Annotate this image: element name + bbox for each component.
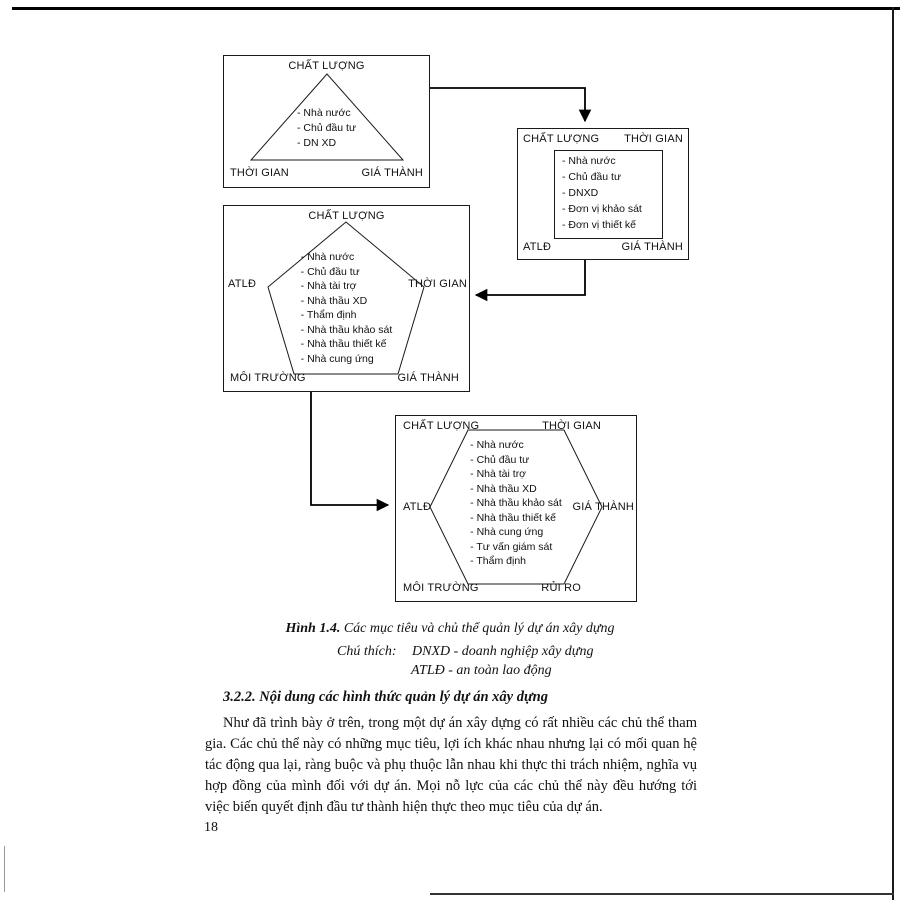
member-item: - Nhà tài trợ: [470, 468, 527, 480]
stakeholder-list: - Nhà nước - Chủ đầu tư - DN XD: [297, 106, 356, 151]
scan-edge-left: [4, 846, 5, 892]
arrow-box3-to-box4: [310, 391, 390, 512]
label-cost: GIÁ THÀNH: [397, 372, 459, 384]
label-safety: ATLĐ: [523, 241, 552, 253]
member-item: - Nhà nước: [297, 107, 351, 119]
label-time: THỜI GIAN: [408, 278, 467, 290]
section-heading: 3.2.2. Nội dung các hình thức quản lý dự…: [223, 689, 548, 705]
body-paragraph: Như đã trình bày ở trên, trong một dự án…: [205, 715, 697, 815]
member-item: - Nhà cung ứng: [470, 526, 544, 538]
legend-line: Chú thích: DNXD - doanh nghiệp xây dựng: [337, 642, 593, 661]
member-item: - Chủ đầu tư: [562, 171, 621, 183]
scan-edge-bottom: [430, 893, 894, 895]
objectives-box-hexagon: CHẤT LƯỢNG THỜI GIAN ATLĐ GIÁ THÀNH - Nh…: [395, 415, 637, 602]
member-item: - Nhà nước: [300, 251, 355, 263]
figure-caption: Hình 1.4. Các mục tiêu và chủ thể quản l…: [0, 621, 900, 637]
label-quality: CHẤT LƯỢNG: [403, 420, 480, 432]
label-safety: ATLĐ: [403, 501, 432, 513]
member-item: - Nhà thầu khảo sát: [470, 497, 562, 509]
label-cost: GIÁ THÀNH: [361, 167, 423, 179]
label-environment: MÔI TRƯỜNG: [230, 372, 306, 384]
legend-item-dnxd: DNXD - doanh nghiệp xây dựng: [412, 644, 594, 659]
objectives-box-pentagon: CHẤT LƯỢNG ATLĐ THỜI GIAN - Nhà nước - Ch…: [223, 205, 470, 392]
member-item: - Thẩm định: [470, 555, 527, 567]
member-item: - Nhà thầu XD: [300, 294, 368, 307]
label-quality: CHẤT LƯỢNG: [523, 133, 600, 145]
member-item: - DN XD: [297, 137, 337, 149]
hexagon-shape: [429, 429, 603, 585]
label-time: THỜI GIAN: [542, 420, 601, 432]
member-item: - Nhà nước: [562, 155, 616, 167]
pentagon-shape: [267, 221, 425, 375]
member-item: - Chủ đầu tư: [300, 265, 360, 278]
member-item: - Đơn vị khảo sát: [562, 203, 642, 215]
stakeholder-list: - Nhà nước - Chủ đầu tư - Nhà tài trợ - Nhà…: [301, 250, 393, 366]
objectives-box-triangle: CHẤT LƯỢNG - Nhà nước - Chủ đầu tư - DN XD…: [223, 55, 430, 188]
label-risk: RỦI RO: [541, 582, 581, 594]
label-time: THỜI GIAN: [624, 133, 683, 145]
figure-caption-text: Các mục tiêu và chủ thể quản lý dự án xâ…: [340, 621, 615, 636]
member-item: - Thẩm định: [300, 309, 357, 321]
stakeholder-list: - Nhà nước - Chủ đầu tư - Nhà tài trợ - Nhà…: [470, 438, 562, 569]
member-item: - Nhà thầu khảo sát: [300, 323, 393, 336]
objectives-box-rectangle: CHẤT LƯỢNG THỜI GIAN - Nhà nước - Chủ đầu…: [517, 128, 689, 260]
label-cost: GIÁ THÀNH: [572, 501, 634, 513]
label-quality: CHẤT LƯỢNG: [288, 60, 365, 72]
arrow-box1-to-box2: [429, 87, 592, 123]
legend-item-atld: ATLĐ - an toàn lao động: [411, 663, 552, 678]
member-item: - Nhà nước: [470, 439, 524, 451]
label-cost: GIÁ THÀNH: [621, 241, 683, 253]
member-item: - Nhà cung ứng: [300, 352, 374, 365]
scan-edge-top: [12, 7, 900, 10]
label-environment: MÔI TRƯỜNG: [403, 582, 479, 594]
scan-edge-right: [892, 7, 894, 900]
member-item: - Nhà thầu thiết kế: [300, 338, 387, 350]
member-item: - DNXD: [562, 187, 599, 199]
label-quality: CHẤT LƯỢNG: [308, 210, 385, 222]
triangle-shape: [249, 73, 405, 161]
member-item: - Chủ đầu tư: [470, 453, 530, 466]
label-safety: ATLĐ: [228, 278, 257, 290]
member-item: - Đơn vị thiết kế: [562, 219, 636, 231]
legend-line: ATLĐ - an toàn lao động: [399, 661, 593, 680]
arrow-box2-to-box3: [474, 259, 586, 302]
member-item: - Nhà thầu XD: [470, 482, 537, 495]
legend-intro: Chú thích:: [337, 644, 397, 659]
member-item: - Nhà tài trợ: [300, 280, 357, 292]
stakeholder-list: - Nhà nước - Chủ đầu tư - DNXD - Đơn vị khả…: [562, 153, 662, 233]
figure-legend: Chú thích: DNXD - doanh nghiệp xây dựng …: [337, 642, 593, 680]
label-time: THỜI GIAN: [230, 167, 289, 179]
member-item: - Tư vấn giám sát: [470, 540, 553, 553]
member-item: - Nhà thầu thiết kế: [470, 511, 556, 524]
figure-caption-label: Hình 1.4.: [285, 621, 341, 636]
stakeholder-rect: - Nhà nước - Chủ đầu tư - DNXD - Đơn vị khả…: [554, 150, 663, 239]
page-number: 18: [204, 820, 218, 835]
member-item: - Chủ đầu tư: [297, 122, 356, 134]
